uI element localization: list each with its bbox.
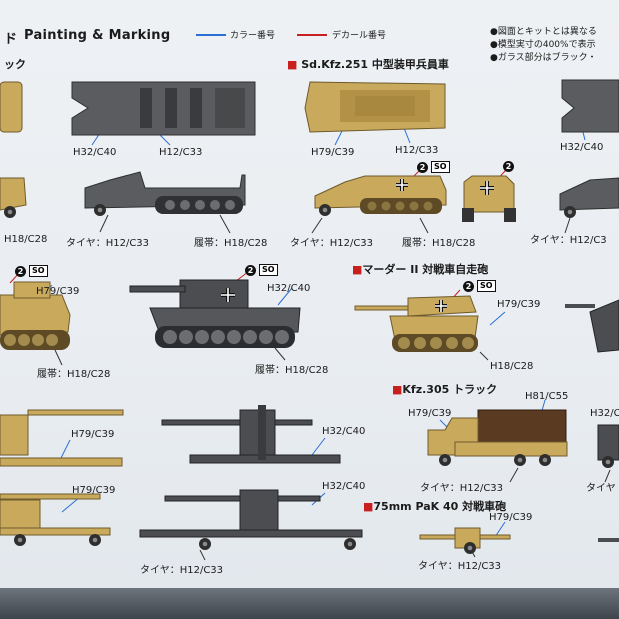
- callout-label: H81/C55: [525, 391, 569, 402]
- section-heading-pak40: ■75mm PaK 40 対戦車砲: [363, 498, 506, 514]
- decal-code: SO: [259, 264, 278, 276]
- square-bullet-icon: ■: [287, 58, 298, 71]
- callout-label: H79/C39: [311, 147, 355, 158]
- grey-halftrack-top: [71, 81, 256, 136]
- callout-label: H32/C40: [560, 142, 604, 153]
- callout-label: タイヤ：H12/C33: [418, 561, 502, 572]
- callout-label: H79/C39: [497, 299, 541, 310]
- callout-label: タイヤ：H12/C33: [140, 565, 224, 576]
- callout-label: 履帯：H18/C28: [194, 238, 268, 249]
- callout-label: タイヤ: [586, 483, 616, 494]
- background-edge: [0, 588, 619, 619]
- note-1: ●図面とキットとは異なる: [490, 27, 597, 37]
- callout-label: 履帯：H18/C28: [37, 369, 111, 380]
- callout-label: タイヤ：H12/C33: [290, 238, 374, 249]
- instruction-sheet: ド Painting & Marking カラー番号 デカール番号 ●図面とキッ…: [0, 0, 619, 588]
- callout-label: H32/C: [590, 408, 619, 419]
- decal-number: 2: [15, 265, 26, 277]
- callout-label: H32/C40: [322, 481, 366, 492]
- section-label: Sd.Kfz.251 中型装甲兵員車: [301, 58, 449, 71]
- header-fragment: ド: [4, 32, 18, 47]
- callout-label: H18/C28: [4, 234, 48, 245]
- callout-label: H12/C33: [159, 147, 203, 158]
- callout-label: H79/C39: [72, 485, 116, 496]
- section-heading-truck-fragment: ック: [4, 58, 26, 71]
- vehicle-illustrations: [0, 79, 619, 561]
- callout-label: 履帯：H18/C28: [255, 365, 329, 376]
- callout-label: H18/C28: [490, 361, 534, 372]
- callout-label: タイヤ：H12/C33: [420, 483, 504, 494]
- callout-label: タイヤ：H12/C3: [530, 235, 607, 246]
- callout-label: H32/C40: [267, 283, 311, 294]
- section-heading-kfz305: ■Kfz.305 トラック: [392, 381, 497, 397]
- legend-color-number: カラー番号: [230, 31, 276, 41]
- callout-label: タイヤ：H12/C33: [66, 238, 150, 249]
- section-label: マーダー II 対戦車自走砲: [362, 263, 489, 276]
- decal-number: 2: [245, 264, 256, 276]
- callout-label: H79/C39: [36, 286, 80, 297]
- callout-label: H32/C40: [322, 426, 366, 437]
- section-heading-marder: ■マーダー II 対戦車自走砲: [352, 261, 488, 277]
- callout-label: H79/C39: [489, 512, 533, 523]
- note-2: ●模型実寸の400%で表示: [490, 40, 596, 50]
- section-label: 75mm PaK 40 対戦車砲: [373, 500, 507, 513]
- decal-number-line: [297, 34, 327, 36]
- decal-number: 2: [417, 161, 428, 173]
- decal-code: SO: [29, 265, 48, 277]
- callout-label: H32/C40: [73, 147, 117, 158]
- decal-number: 2: [503, 161, 514, 172]
- note-3: ●ガラス部分はブラック・: [490, 53, 597, 63]
- section-label: Kfz.305 トラック: [402, 383, 498, 396]
- decal-code: SO: [431, 161, 450, 173]
- square-bullet-icon: ■: [363, 500, 374, 513]
- color-number-line: [196, 34, 226, 36]
- callout-label: H12/C33: [395, 145, 439, 156]
- section-heading-sdkfz251: ■ Sd.Kfz.251 中型装甲兵員車: [287, 56, 449, 72]
- decal-code: SO: [477, 280, 496, 292]
- square-bullet-icon: ■: [392, 383, 403, 396]
- callout-label: H79/C39: [408, 408, 452, 419]
- callout-label: 履帯：H18/C28: [402, 238, 476, 249]
- callout-label: H79/C39: [71, 429, 115, 440]
- decal-badge: 2: [503, 161, 514, 172]
- page-title: Painting & Marking: [24, 28, 171, 43]
- square-bullet-icon: ■: [352, 263, 363, 276]
- decal-number: 2: [463, 280, 474, 292]
- legend-decal-number: デカール番号: [332, 31, 387, 41]
